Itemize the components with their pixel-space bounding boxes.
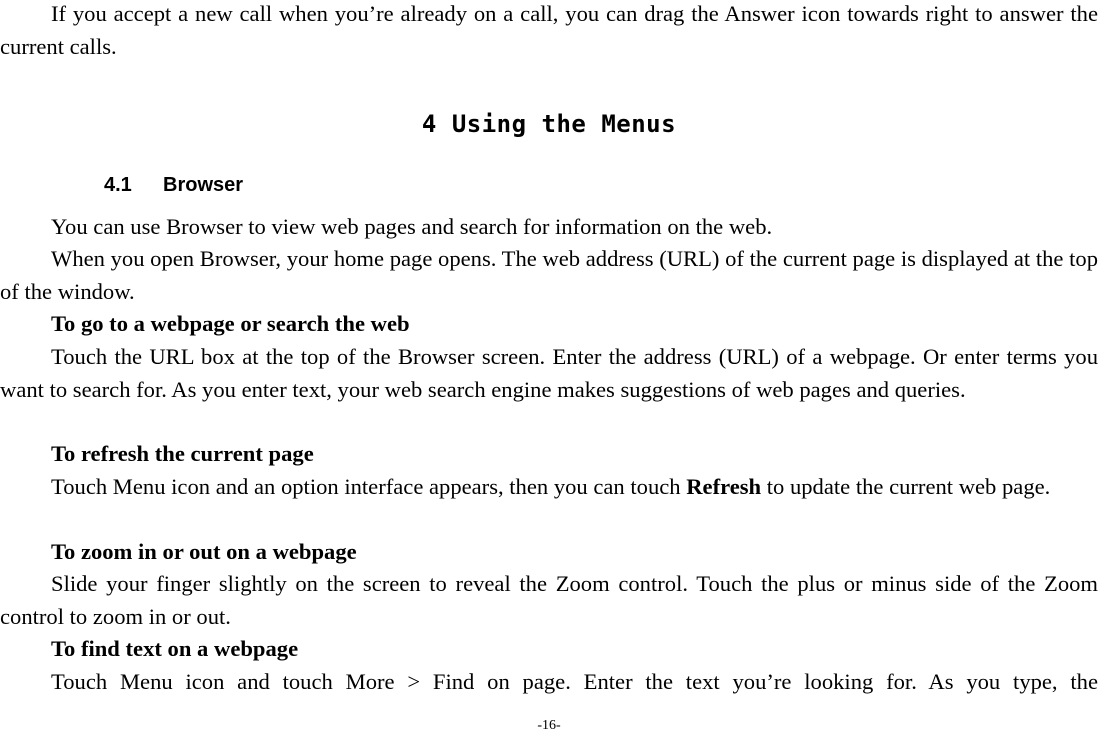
- find-text-heading: To find text on a webpage: [51, 636, 299, 661]
- chapter-heading: 4 Using the Menus: [421, 110, 677, 138]
- refresh-text-pre: Touch Menu icon and an option interface …: [51, 474, 687, 499]
- refresh-keyword: Refresh: [686, 474, 762, 499]
- zoom-webpage-heading: To zoom in or out on a webpage: [51, 539, 357, 564]
- section-number: 4.1: [104, 174, 132, 196]
- refresh-page-paragraph: Touch Menu icon and an option interface …: [0, 471, 1098, 504]
- refresh-text-post: to update the current web page.: [761, 474, 1051, 499]
- goto-webpage-heading: To go to a webpage or search the web: [51, 311, 410, 336]
- page-number: -16-: [537, 718, 561, 733]
- section-title: Browser: [163, 174, 244, 196]
- browser-home-paragraph: When you open Browser, your home page op…: [0, 246, 1098, 304]
- browser-intro-paragraph: You can use Browser to view web pages an…: [51, 214, 773, 239]
- goto-webpage-paragraph: Touch the URL box at the top of the Brow…: [0, 344, 1098, 402]
- section-heading: 4.1 Browser: [104, 174, 243, 197]
- intro-paragraph: If you accept a new call when you’re alr…: [0, 1, 1098, 59]
- refresh-page-heading: To refresh the current page: [51, 441, 314, 466]
- find-text-paragraph: Touch Menu icon and touch More > Find on…: [51, 669, 1098, 694]
- zoom-webpage-paragraph: Slide your finger slightly on the screen…: [0, 571, 1098, 629]
